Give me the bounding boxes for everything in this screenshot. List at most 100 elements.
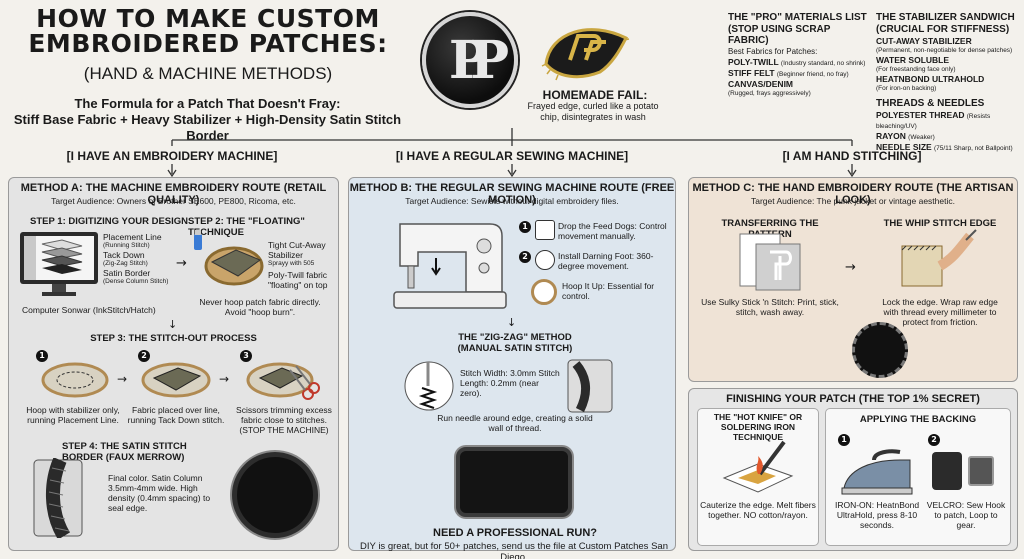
arrow-right-icon: → — [845, 260, 856, 275]
step-number: 1 — [519, 221, 531, 233]
backing-step-number: 2 — [928, 434, 940, 446]
iron-icon — [841, 449, 913, 495]
formula-line1: The Formula for a Patch That Doesn't Fra… — [74, 96, 341, 111]
homemade-fail-text: Frayed edge, curled like a potato chip, … — [527, 101, 659, 122]
arrow-right-icon: → — [219, 372, 230, 386]
method-b-title: METHOD B: THE REGULAR SEWING MACHINE ROU… — [349, 182, 675, 206]
step1-title: STEP 1: DIGITIZING YOUR DESIGN — [30, 216, 189, 227]
method-c-title: METHOD C: THE HAND EMBROIDERY ROUTE (THE… — [692, 182, 1014, 206]
method-b-step-text: Hoop It Up: Essential for control. — [562, 281, 655, 301]
sewing-machine-icon — [393, 223, 507, 309]
stabilizer-item: HEATNBOND ULTRAHOLD(For iron-on backing) — [876, 74, 985, 92]
layer-item: Tack Down — [103, 250, 145, 260]
backing-step-number: 1 — [838, 434, 850, 446]
software-label: Computer Sonwar (InkStitch/Hatch) — [22, 305, 156, 315]
stabilizer-title: THE STABILIZER SANDWICH — [876, 12, 1015, 23]
step2-fabric-label: Poly-Twill fabric "floating" on top — [268, 270, 328, 290]
thread-item: NEEDLE SIZE (75/11 Sharp, not Ballpoint) — [876, 142, 1013, 152]
step-number: 2 — [519, 251, 531, 263]
branch-connectors — [167, 128, 857, 178]
step3-number: 2 — [138, 350, 150, 362]
zigzag-needle-icon — [404, 361, 454, 411]
transfer-paper-icon — [739, 233, 801, 291]
computer-monitor-icon — [20, 232, 98, 296]
branch-hand-stitching: [I AM HAND STITCHING] — [782, 149, 922, 163]
layer-list: Placement Line (Running Stitch) Tack Dow… — [103, 232, 183, 286]
thread-item: POLYESTER THREAD (Resists bleaching/UV) — [876, 110, 991, 130]
stabilizer-label: Tight Cut-Away Stabilizer — [268, 240, 326, 260]
arrow-down-icon: ↓ — [507, 316, 517, 329]
footer-title: NEED A PROFESSIONAL RUN? — [433, 527, 597, 539]
arrow-right-icon: → — [117, 372, 128, 386]
feed-dogs-icon — [535, 220, 555, 240]
hoop-tackdown-icon — [141, 362, 211, 398]
step3-item-text: Hoop with stabilizer only, running Place… — [26, 405, 120, 425]
formula-line2: Stiff Base Fabric + Heavy Stabilizer + H… — [13, 112, 402, 143]
frayed-patch-icon — [541, 28, 630, 81]
finished-patch-icon — [232, 452, 318, 538]
step3-item-text: Scissors trimming excess fabric close to… — [236, 405, 332, 435]
stabilizer-sublabel: Sprayy with 505 — [268, 260, 315, 267]
satin-stitch-closeup-icon — [33, 458, 83, 538]
run-needle-text: Run needle around edge, creating a solid… — [437, 413, 593, 433]
hoop-stabilizer-icon — [41, 362, 109, 398]
logo-patch: PP — [422, 12, 518, 108]
materials-list: THE "PRO" MATERIALS LIST (STOP USING SCR… — [728, 12, 873, 98]
step4-text: Final color. Satin Column 3.5mm-4mm wide… — [108, 473, 211, 513]
layer-note: (Running Stitch) — [103, 242, 150, 249]
rectangle-patch-icon — [456, 447, 572, 517]
method-b-step-text: Drop the Feed Dogs: Control movement man… — [558, 221, 667, 241]
soldering-iron-icon — [722, 440, 794, 493]
materials-item: POLY-TWILL (Industry standard, no shrink… — [728, 57, 866, 67]
method-b-audience: Target Audience: Sewists without digital… — [405, 196, 619, 206]
step2-stabilizer-label: Tight Cut-Away Stabilizer Sprayy with 50… — [268, 240, 340, 268]
stabilizer-list: THE STABILIZER SANDWICH (CRUCIAL FOR STI… — [876, 12, 1022, 153]
step3-number: 1 — [36, 350, 48, 362]
materials-item: CANVAS/DENIM(Rugged, frays aggressively) — [728, 79, 811, 97]
transfer-text: Use Sulky Stick 'n Stitch: Print, stick,… — [701, 297, 839, 317]
branch-embroidery-machine: [I HAVE AN EMBROIDERY MACHINE] — [66, 149, 278, 163]
homemade-fail-title: HOMEMADE FAIL: — [542, 88, 648, 102]
threads-title: THREADS & NEEDLES — [876, 98, 985, 109]
step3-item-text: Fabric placed over line, running Tack Do… — [127, 405, 225, 425]
scissors-trim-icon — [246, 362, 320, 400]
step4-title: STEP 4: THE SATIN STITCH BORDER (FAUX ME… — [62, 441, 187, 463]
stabilizer-item: WATER SOLUBLE(For freestanding face only… — [876, 55, 956, 73]
page-title: HOW TO MAKE CUSTOM EMBROIDERED PATCHES: — [28, 4, 388, 58]
whip-stitch-icon — [901, 229, 977, 287]
step3-title: STEP 3: THE STITCH-OUT PROCESS — [90, 333, 257, 344]
layer-note: (Zig-Zag Stitch) — [103, 260, 148, 267]
step3-number: 3 — [240, 350, 252, 362]
hot-knife-text: Cauterize the edge. Melt fibers together… — [700, 500, 816, 520]
thread-item: RAYON (Weaker) — [876, 131, 935, 141]
formula: The Formula for a Patch That Doesn't Fra… — [10, 96, 405, 144]
method-a-audience: Target Audience: Owners of Brother SE600… — [51, 196, 296, 206]
materials-title: THE "PRO" MATERIALS LIST — [728, 12, 867, 23]
layer-item: Satin Border — [103, 268, 151, 278]
zigzag-subtitle: (MANUAL SATIN STITCH) — [457, 343, 573, 354]
step2-title: STEP 2: THE "FLOATING" TECHNIQUE — [188, 216, 305, 238]
whip-title: THE WHIP STITCH EDGE — [883, 218, 997, 229]
hot-knife-title: THE "HOT KNIFE" OR SOLDERING IRON TECHNI… — [713, 412, 803, 442]
whip-text: Lock the edge. Wrap raw edge with thread… — [882, 297, 998, 327]
hand-stitched-patch-icon — [852, 322, 908, 378]
iron-on-text: IRON-ON: HeatnBond UltraHold, press 8-10… — [834, 500, 920, 530]
velcro-loop-icon — [968, 456, 994, 486]
page-subtitle: (HAND & MACHINE METHODS) — [83, 64, 333, 83]
stabilizer-subtitle: (CRUCIAL FOR STIFFNESS) — [876, 24, 1010, 35]
stabilizer-item: CUT-AWAY STABILIZER(Permanent, non-negot… — [876, 36, 1013, 54]
finishing-title: FINISHING YOUR PATCH (THE TOP 1% SECRET) — [726, 393, 980, 405]
velcro-text: VELCRO: Sew Hook to patch, Loop to gear. — [926, 500, 1006, 530]
satin-edge-icon — [567, 359, 613, 413]
layer-note: (Dense Column Stitch) — [103, 278, 169, 285]
materials-subtitle: (STOP USING SCRAP FABRIC) — [728, 24, 831, 46]
hoop-icon — [531, 279, 557, 305]
branch-sewing-machine: [I HAVE A REGULAR SEWING MACHINE] — [395, 149, 629, 163]
hoop-floating-icon — [194, 230, 264, 286]
layer-item: Placement Line — [103, 232, 162, 242]
darning-foot-icon — [535, 250, 555, 270]
arrow-right-icon: → — [176, 256, 187, 271]
materials-intro: Best Fabrics for Patches: — [728, 47, 818, 56]
zigzag-title: THE "ZIG-ZAG" METHOD — [458, 332, 572, 343]
velcro-hook-icon — [932, 452, 962, 490]
